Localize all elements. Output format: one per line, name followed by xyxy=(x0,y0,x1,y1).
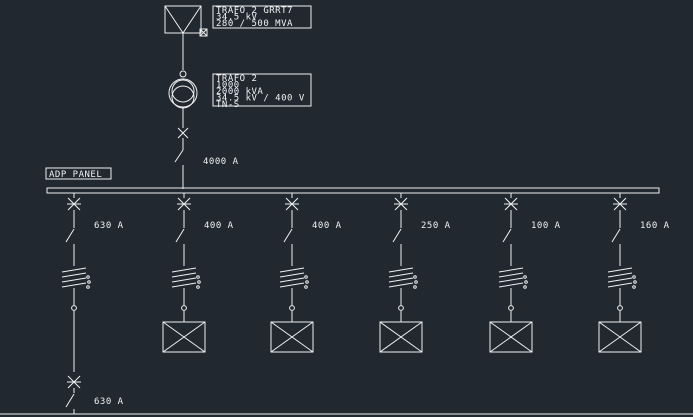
connection-node xyxy=(181,305,187,311)
transformer-line-4: 34.5 kV / 400 V xyxy=(216,94,305,104)
grid-source-line-3: 280 / 500 MVA xyxy=(216,19,293,29)
transformer-symbol xyxy=(168,70,198,189)
transformer-line-3: 2000 kVA xyxy=(216,87,263,97)
feeder-3: 400 A xyxy=(270,193,342,353)
current-transformer-symbol xyxy=(498,267,528,289)
load-box xyxy=(489,321,533,353)
feeder-group: 630 A 630 A 400 A 400 A 250 A 100 A 160 A xyxy=(61,193,670,414)
feeder-6: 160 A xyxy=(598,193,670,353)
current-transformer-symbol xyxy=(279,267,309,289)
transformer-label: TRAFO 2 1000 2000 kVA 34.5 kV / 400 V TN… xyxy=(212,73,312,110)
feeder-rating: 400 A xyxy=(204,221,234,231)
connection-node xyxy=(508,305,514,311)
feeder-2: 400 A xyxy=(162,193,234,353)
feeder-5: 100 A xyxy=(489,193,561,353)
panel-label-text: ADP PANEL xyxy=(49,170,102,180)
grid-source-line-1: TRAFO 2 GRRT7 xyxy=(216,6,293,16)
feeder-4: 250 A xyxy=(379,193,451,353)
connection-node xyxy=(71,305,77,311)
current-transformer-symbol xyxy=(171,267,201,289)
transformer-line-5: TN-S xyxy=(216,100,240,110)
connection-node xyxy=(289,305,295,311)
transformer-line-2: 1000 xyxy=(216,81,240,91)
feeder-rating: 400 A xyxy=(312,221,342,231)
grid-source-symbol xyxy=(164,5,208,70)
grid-source-label: TRAFO 2 GRRT7 34.5 kV 280 / 500 MVA xyxy=(212,5,312,29)
incomer-rating: 4000 A xyxy=(203,157,239,167)
load-box xyxy=(379,321,423,353)
load-box xyxy=(598,321,642,353)
connection-node xyxy=(398,305,404,311)
feeder-rating: 100 A xyxy=(531,221,561,231)
feeder-rating: 160 A xyxy=(640,221,670,231)
current-transformer-symbol xyxy=(61,267,91,289)
load-box xyxy=(270,321,314,353)
feeder-rating: 630 A xyxy=(94,221,124,231)
busbar xyxy=(46,187,660,194)
grid-source-line-2: 34.5 kV xyxy=(216,13,258,23)
downstream-rating: 630 A xyxy=(94,397,124,407)
feeder-1: 630 A 630 A xyxy=(61,193,124,414)
transformer-line-1: TRAFO 2 xyxy=(216,74,257,84)
feeder-rating: 250 A xyxy=(421,221,451,231)
panel-label: ADP PANEL xyxy=(45,167,112,180)
current-transformer-symbol xyxy=(607,267,637,289)
current-transformer-symbol xyxy=(388,267,418,289)
connection-node xyxy=(617,305,623,311)
load-box xyxy=(162,321,206,353)
